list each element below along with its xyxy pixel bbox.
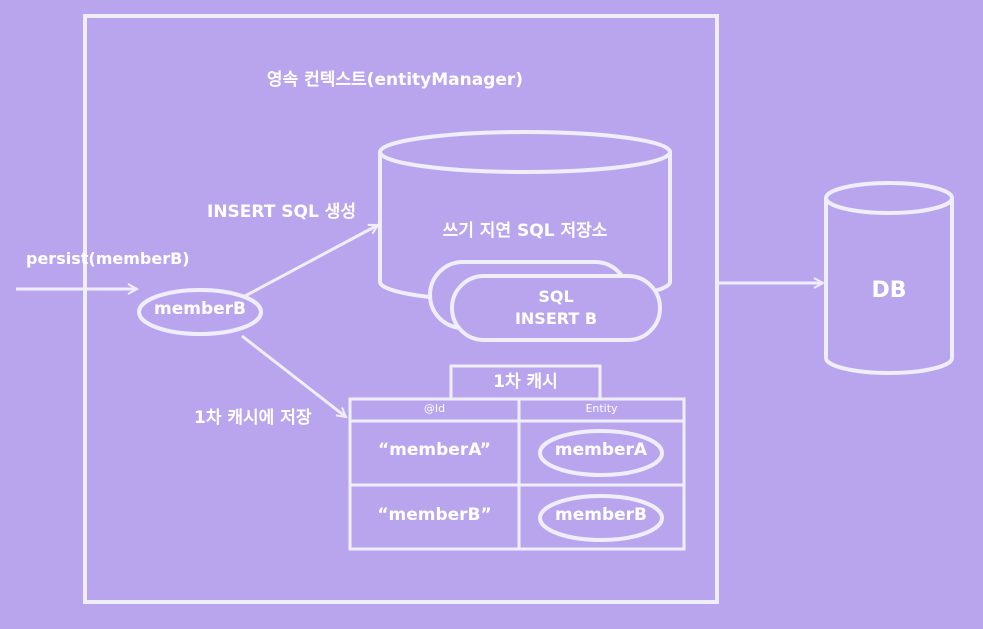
cache-row-b-id: “memberB” [377,505,492,525]
sql-pill-front [450,274,662,342]
cache-row-b-entity: memberB [555,505,647,525]
write-delay-store-title: 쓰기 지연 SQL 저장소 [442,221,608,241]
cache-table [348,397,686,551]
insert-sql-arrow-label: INSERT SQL 생성 [207,202,356,222]
db-label: DB [871,278,907,303]
cache-entity-ellipse-b [538,494,664,542]
insert-sql-arrow [244,223,378,298]
sql-pill-line1: SQL [538,287,574,306]
persistence-context-box [83,14,719,604]
cache-column-id-header: @Id [423,402,446,415]
cache-store-arrow-label: 1차 캐시에 저장 [194,408,312,428]
member-b-label: memberB [154,299,246,319]
cache-row-a-entity: memberA [554,440,648,460]
cache-column-entity-header: Entity [585,402,618,415]
db-cylinder [824,181,954,375]
cache-title: 1차 캐시 [493,372,558,392]
cache-store-arrow [241,334,346,417]
sql-pill-line2: INSERT B [514,309,598,328]
persistence-context-title: 영속 컨텍스트(entityManager) [266,70,524,90]
cache-row-a-id: “memberA” [378,440,491,460]
cache-entity-ellipse-a [538,429,664,477]
persist-call-label: persist(memberB) [26,249,190,268]
member-b-ellipse [137,288,263,336]
